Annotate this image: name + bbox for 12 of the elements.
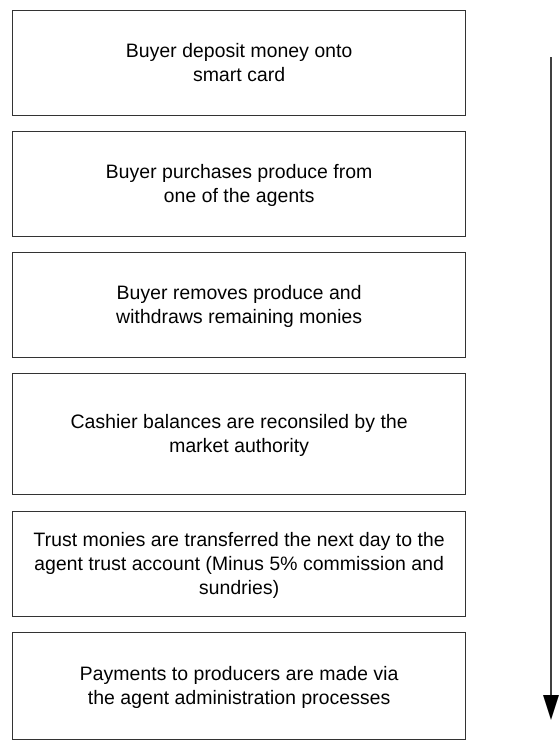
- process-box: [12, 632, 466, 740]
- process-box: [12, 252, 466, 358]
- process-box: [12, 373, 466, 495]
- process-box: [12, 131, 466, 237]
- step-text: Buyer purchases produce from one of the agents: [104, 160, 374, 208]
- process-box: [12, 511, 466, 617]
- step-text: Payments to producers are made via the agent administration processes: [79, 662, 399, 710]
- step-text: Trust monies are transferred the next day to the agent trust account (Minus 5% commission and sundries): [32, 528, 446, 600]
- step-text: Buyer removes produce and withdraws remaining monies: [114, 281, 364, 329]
- step-text: Buyer deposit money onto smart card: [124, 39, 354, 87]
- step-text: Cashier balances are reconsiled by the market authority: [69, 410, 409, 458]
- process-box: [12, 10, 466, 116]
